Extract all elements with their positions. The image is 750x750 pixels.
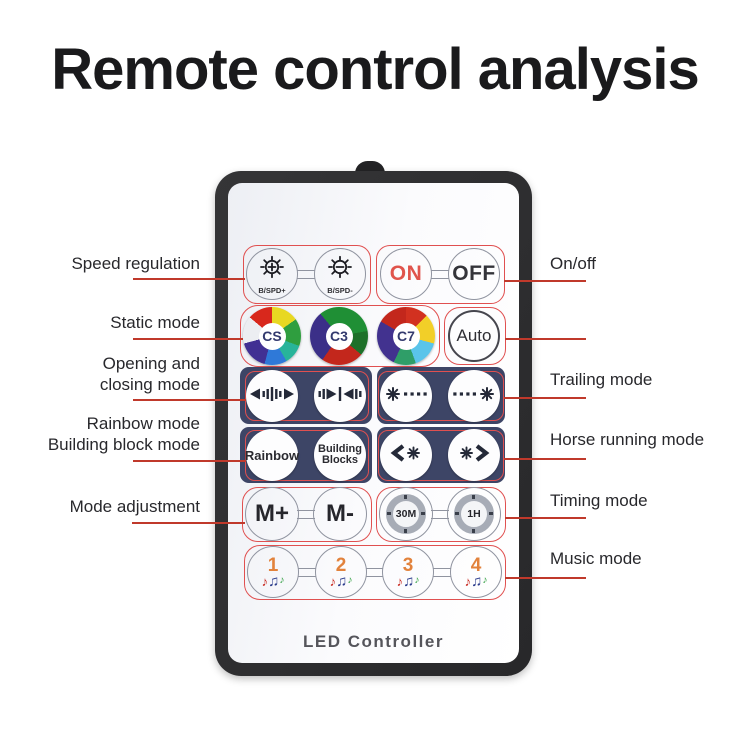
- trail-right-button[interactable]: [448, 370, 500, 422]
- off-button[interactable]: OFF: [448, 248, 500, 300]
- music-4-label: 4: [470, 554, 482, 576]
- auto-label: Auto: [456, 326, 492, 345]
- group-mode-adjust: [242, 487, 372, 542]
- c7-label: C7: [392, 322, 420, 350]
- group-onoff: [376, 245, 505, 304]
- button-connector: [431, 510, 449, 519]
- timer-30m-label: 30M: [395, 508, 417, 520]
- chase-right-button[interactable]: [448, 429, 500, 481]
- annotation-rainbow-building-mode: Rainbow mode Building block mode: [47, 414, 200, 454]
- timer-1h-button[interactable]: 1H: [447, 487, 501, 541]
- c7-wheel-button[interactable]: C7: [377, 307, 435, 365]
- group-trailing: [378, 371, 504, 421]
- m-minus-label: M-: [326, 500, 354, 527]
- button-connector: [366, 568, 383, 577]
- m-plus-label: M+: [254, 500, 289, 527]
- group-open-close: [245, 371, 369, 421]
- annotation-mode-adjustment: Mode adjustment: [69, 497, 200, 516]
- trail-right-icon: [453, 385, 495, 408]
- annotation-on-off: On/off: [550, 254, 596, 273]
- leader-line: [504, 397, 586, 399]
- timer-dial-icon: 1H: [454, 494, 494, 534]
- auto-button[interactable]: Auto: [448, 310, 500, 362]
- leader-line: [505, 517, 586, 519]
- music-3-label: 3: [402, 554, 414, 576]
- page-title: Remote control analysis: [51, 37, 699, 102]
- on-button[interactable]: ON: [380, 248, 432, 300]
- music-2-label: 2: [335, 554, 347, 576]
- cs-wheel-button[interactable]: CS: [243, 307, 301, 365]
- button-connector: [433, 568, 451, 577]
- group-timing: [376, 487, 506, 542]
- leader-line: [505, 338, 586, 340]
- trail-left-button[interactable]: [380, 370, 432, 422]
- group-rainbow-building: [245, 430, 369, 481]
- music-notes-icon: ♪♫♪: [329, 572, 353, 590]
- leader-line: [504, 458, 586, 460]
- music-1-button[interactable]: 1 ♪♫♪: [247, 546, 299, 598]
- m-plus-button[interactable]: M+: [245, 487, 299, 541]
- group-music: [244, 545, 506, 600]
- leader-line: [504, 280, 586, 282]
- music-4-button[interactable]: 4 ♪♫♪: [450, 546, 502, 598]
- annotation-speed-regulation: Speed regulation: [71, 254, 200, 273]
- timer-30m-button[interactable]: 30M: [379, 487, 433, 541]
- leader-line: [505, 577, 586, 579]
- spd-minus-label: B/SPD-: [327, 285, 353, 295]
- leader-line: [133, 399, 246, 401]
- open-icon: [250, 384, 294, 409]
- timer-1h-label: 1H: [467, 508, 481, 520]
- annotation-trailing-mode: Trailing mode: [550, 370, 653, 389]
- music-notes-icon: ♪♫♪: [396, 572, 420, 590]
- spd-plus-label: B/SPD+: [258, 285, 286, 295]
- group-horse-running: [378, 430, 504, 481]
- leader-line: [133, 460, 246, 462]
- leader-line: [133, 278, 245, 280]
- button-connector: [297, 270, 315, 279]
- sun-plus-icon: [257, 254, 287, 285]
- open-mode-button[interactable]: [246, 370, 298, 422]
- annotation-static-mode: Static mode: [110, 313, 200, 332]
- annotation-music-mode: Music mode: [550, 549, 642, 568]
- music-1-label: 1: [267, 554, 279, 576]
- close-mode-button[interactable]: [314, 370, 366, 422]
- building-blocks-button[interactable]: Building Blocks: [314, 429, 366, 481]
- button-connector: [297, 510, 315, 519]
- trail-left-icon: [385, 385, 427, 408]
- chase-left-icon: [390, 443, 422, 468]
- timer-dial-icon: 30M: [386, 494, 426, 534]
- chase-right-icon: [458, 443, 490, 468]
- close-icon: [318, 384, 362, 409]
- c3-label: C3: [325, 322, 353, 350]
- building-label-1: Building: [318, 443, 362, 455]
- sun-minus-icon: [325, 254, 355, 285]
- annotation-timing-mode: Timing mode: [550, 491, 648, 510]
- chase-left-button[interactable]: [380, 429, 432, 481]
- group-speed: [243, 245, 371, 304]
- button-connector: [431, 270, 449, 279]
- music-3-button[interactable]: 3 ♪♫♪: [382, 546, 434, 598]
- rainbow-button[interactable]: Rainbow: [244, 429, 300, 481]
- m-minus-button[interactable]: M-: [313, 487, 367, 541]
- spd-minus-button[interactable]: B/SPD-: [314, 248, 366, 300]
- annotation-opening-closing-mode: Opening and closing mode: [99, 354, 200, 394]
- group-auto: [444, 307, 506, 365]
- spd-plus-button[interactable]: B/SPD+: [246, 248, 298, 300]
- leader-line: [132, 522, 245, 524]
- off-label: OFF: [452, 262, 496, 285]
- leader-line: [133, 338, 243, 340]
- music-2-button[interactable]: 2 ♪♫♪: [315, 546, 367, 598]
- group-static-mode: [240, 305, 440, 367]
- music-notes-icon: ♪♫♪: [464, 572, 488, 590]
- music-notes-icon: ♪♫♪: [261, 572, 285, 590]
- building-label-2: Blocks: [321, 454, 359, 466]
- c3-wheel-button[interactable]: C3: [310, 307, 368, 365]
- button-connector: [298, 568, 316, 577]
- cs-label: CS: [258, 322, 286, 350]
- brand-label: LED Controller: [303, 632, 444, 651]
- rainbow-label: Rainbow: [244, 447, 300, 463]
- annotation-horse-running-mode: Horse running mode: [550, 430, 705, 449]
- on-label: ON: [389, 262, 423, 285]
